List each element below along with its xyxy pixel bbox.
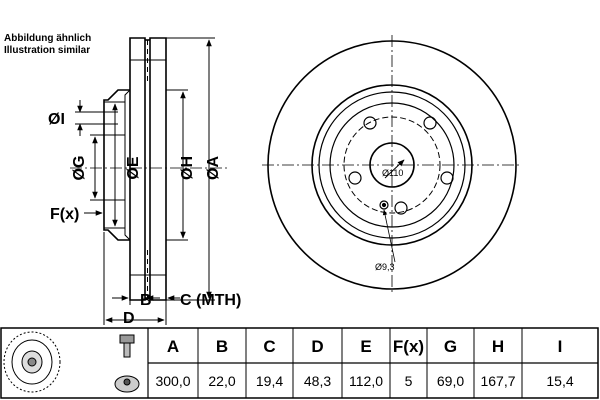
label-dim-E: ØE bbox=[125, 156, 142, 179]
table-header-8: I bbox=[558, 337, 563, 356]
table-header-7: H bbox=[492, 337, 504, 356]
locating-screw-hole bbox=[379, 200, 389, 210]
table-header-6: G bbox=[444, 337, 457, 356]
table-value-1: 22,0 bbox=[208, 373, 235, 389]
table-header-3: D bbox=[311, 337, 323, 356]
bolt-icon bbox=[114, 334, 140, 393]
table-value-7: 167,7 bbox=[480, 373, 515, 389]
label-dim-G: ØG bbox=[71, 156, 88, 181]
table-header-4: E bbox=[360, 337, 371, 356]
label-hole-diameter: Ø9,3 bbox=[375, 262, 395, 272]
hole-leader bbox=[382, 209, 396, 263]
label-dim-A: ØA bbox=[205, 156, 222, 180]
front-view bbox=[262, 35, 522, 295]
table-header-5: F(x) bbox=[393, 337, 424, 356]
table-header-0: A bbox=[167, 337, 179, 356]
brake-disc-thumbnail bbox=[3, 331, 61, 393]
table-value-0: 300,0 bbox=[155, 373, 190, 389]
table-value-5: 5 bbox=[405, 373, 413, 389]
table-header-2: C bbox=[263, 337, 275, 356]
label-dim-I: ØI bbox=[48, 111, 65, 128]
table-value-8: 15,4 bbox=[546, 373, 573, 389]
label-dim-D: D bbox=[123, 310, 135, 327]
label-pcd: Ø110 bbox=[382, 168, 403, 178]
spec-table bbox=[0, 327, 599, 399]
note-illustration-similar-en: Illustration similar bbox=[4, 45, 91, 56]
label-dim-B: B bbox=[140, 292, 152, 309]
label-dim-C: C (MTH) bbox=[180, 292, 241, 309]
label-dim-H: ØH bbox=[179, 156, 196, 180]
table-value-6: 69,0 bbox=[437, 373, 464, 389]
wheel-bolt-holes bbox=[348, 116, 454, 215]
label-dim-F: F(x) bbox=[50, 206, 79, 223]
table-value-4: 112,0 bbox=[349, 373, 383, 389]
note-illustration-similar-de: Abbildung ähnlich bbox=[4, 33, 92, 44]
pcd-leader bbox=[384, 159, 405, 179]
table-header-1: B bbox=[216, 337, 228, 356]
side-dimensions bbox=[75, 37, 215, 325]
table-value-2: 19,4 bbox=[256, 373, 283, 389]
table-value-3: 48,3 bbox=[304, 373, 331, 389]
